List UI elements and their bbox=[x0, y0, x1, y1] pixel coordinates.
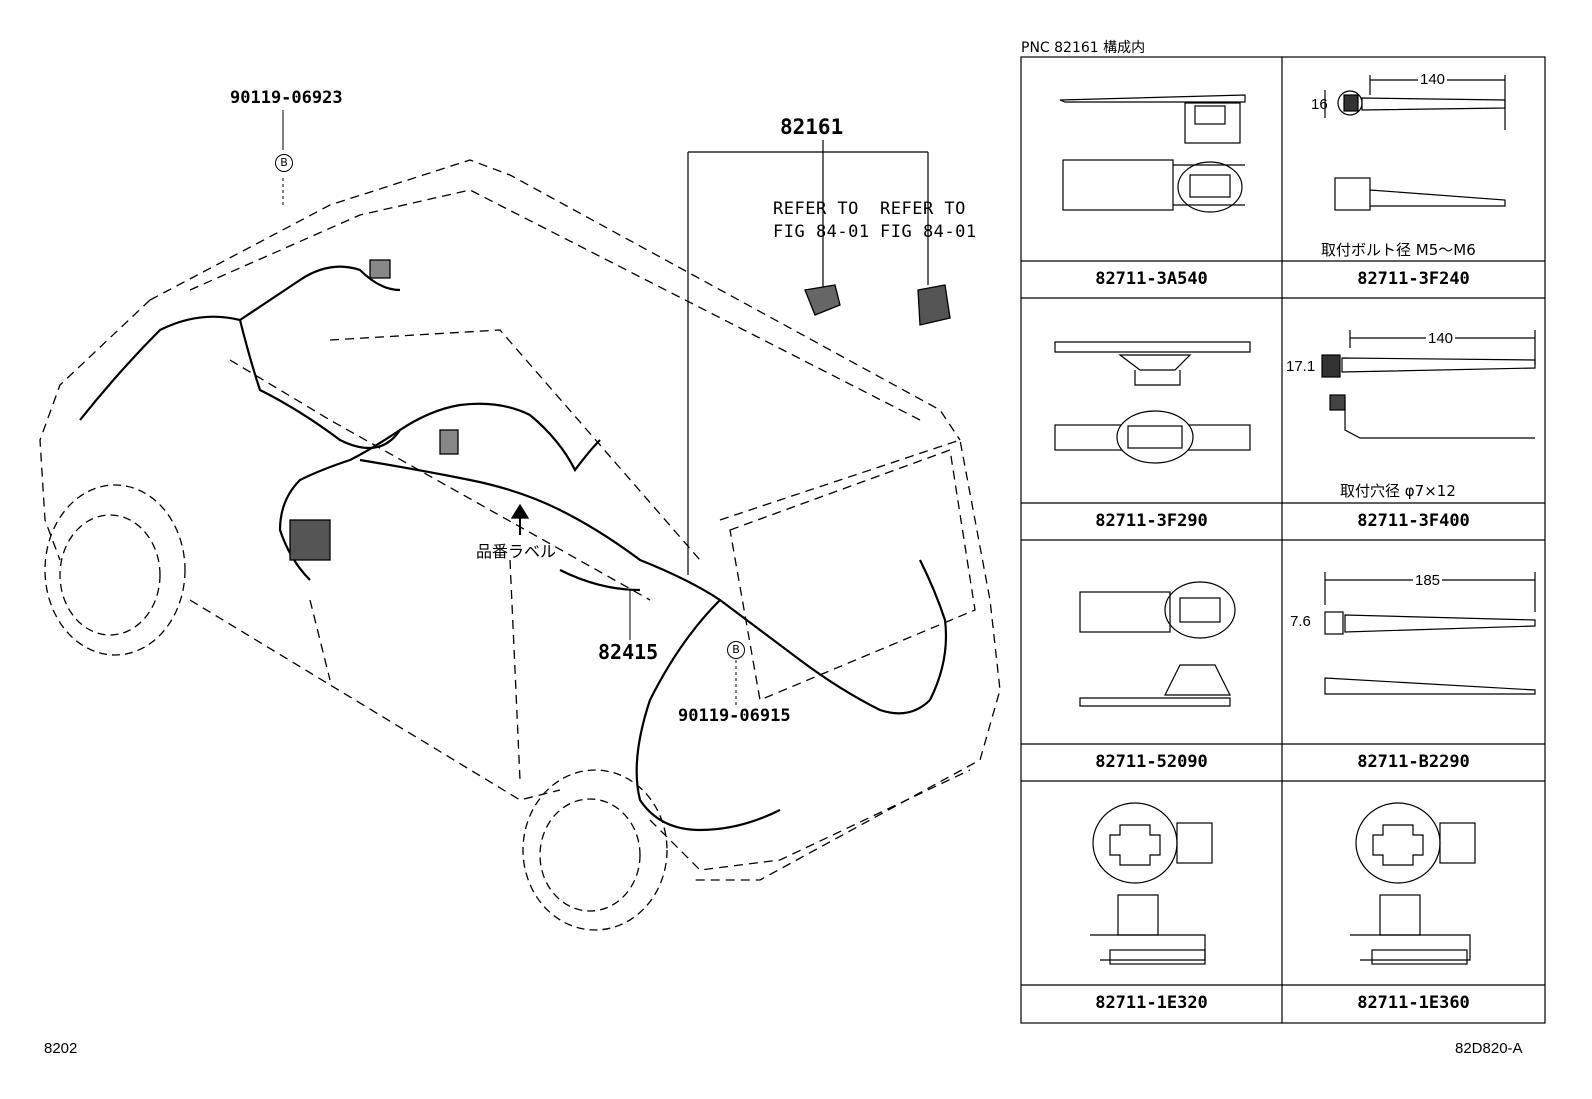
clip-1e360-drawing bbox=[1350, 802, 1476, 965]
wire-harness bbox=[79, 265, 948, 832]
part-label-note: 品番ラベル bbox=[476, 542, 557, 561]
dim-140-a: 140 bbox=[1418, 71, 1448, 88]
side-lower bbox=[189, 599, 561, 801]
front-wheel bbox=[44, 484, 186, 656]
rear-bumper bbox=[649, 769, 971, 871]
dim-140-b: 140 bbox=[1426, 330, 1456, 347]
note-3f400: 取付穴径 φ7×12 bbox=[1340, 482, 1456, 500]
part-3f240: 82711-3F240 bbox=[1357, 269, 1470, 289]
rear-window bbox=[729, 449, 976, 701]
circle-b-top: B bbox=[275, 154, 293, 172]
part-1e360: 82711-1E360 bbox=[1357, 993, 1470, 1013]
part-3f400: 82711-3F400 bbox=[1357, 511, 1470, 531]
refer-left: REFER TO FIG 84-01 bbox=[773, 198, 870, 244]
circle-b-bottom: B bbox=[727, 641, 745, 659]
dim-7-6: 7.6 bbox=[1290, 613, 1311, 630]
table-title: PNC 82161 構成内 bbox=[1021, 40, 1146, 56]
front-wheel-hub bbox=[59, 514, 161, 636]
clip-3a540-drawing bbox=[1059, 94, 1246, 213]
clip-1e320-drawing bbox=[1090, 802, 1213, 965]
part-3a540: 82711-3A540 bbox=[1095, 269, 1208, 289]
refer-right: REFER TO FIG 84-01 bbox=[880, 198, 977, 244]
rear-wheel bbox=[522, 769, 668, 931]
roof-outline bbox=[149, 159, 961, 441]
note-3f240: 取付ボルト径 M5～M6 bbox=[1321, 241, 1476, 259]
main-part-number: 82161 bbox=[780, 115, 844, 139]
side-window-2 bbox=[229, 359, 651, 601]
rear-wheel-hub bbox=[539, 798, 641, 912]
module-left bbox=[804, 284, 841, 316]
dim-16: 16 bbox=[1311, 96, 1328, 113]
door-line-2 bbox=[309, 599, 331, 681]
tie-b2290-drawing bbox=[1324, 572, 1536, 695]
door-line bbox=[509, 559, 521, 781]
part-1e320: 82711-1E320 bbox=[1095, 993, 1208, 1013]
part-52090: 82711-52090 bbox=[1095, 752, 1208, 772]
roof-inner bbox=[189, 189, 921, 421]
dim-185: 185 bbox=[1413, 572, 1443, 589]
part-b2290: 82711-B2290 bbox=[1357, 752, 1470, 772]
refer-left-line1: REFER TO bbox=[773, 199, 859, 219]
tie-3f240-drawing bbox=[1324, 75, 1506, 211]
rear-body bbox=[690, 439, 1001, 881]
part-number-bottom: 90119-06915 bbox=[678, 706, 791, 726]
part-number-sensor: 82415 bbox=[598, 640, 659, 664]
footer-left: 8202 bbox=[44, 1040, 78, 1057]
side-window bbox=[329, 329, 701, 561]
footer-right: 82D820-A bbox=[1455, 1040, 1523, 1057]
part-3f290: 82711-3F290 bbox=[1095, 511, 1208, 531]
front-outline bbox=[39, 299, 151, 561]
refer-right-line2: FIG 84-01 bbox=[880, 222, 977, 242]
clip-3f290-drawing bbox=[1054, 341, 1251, 464]
module-right bbox=[917, 284, 951, 326]
dim-17-1: 17.1 bbox=[1286, 358, 1316, 375]
refer-left-line2: FIG 84-01 bbox=[773, 222, 870, 242]
part-number-top-left: 90119-06923 bbox=[230, 88, 343, 108]
refer-right-line1: REFER TO bbox=[880, 199, 966, 219]
clip-52090-drawing bbox=[1079, 581, 1236, 707]
